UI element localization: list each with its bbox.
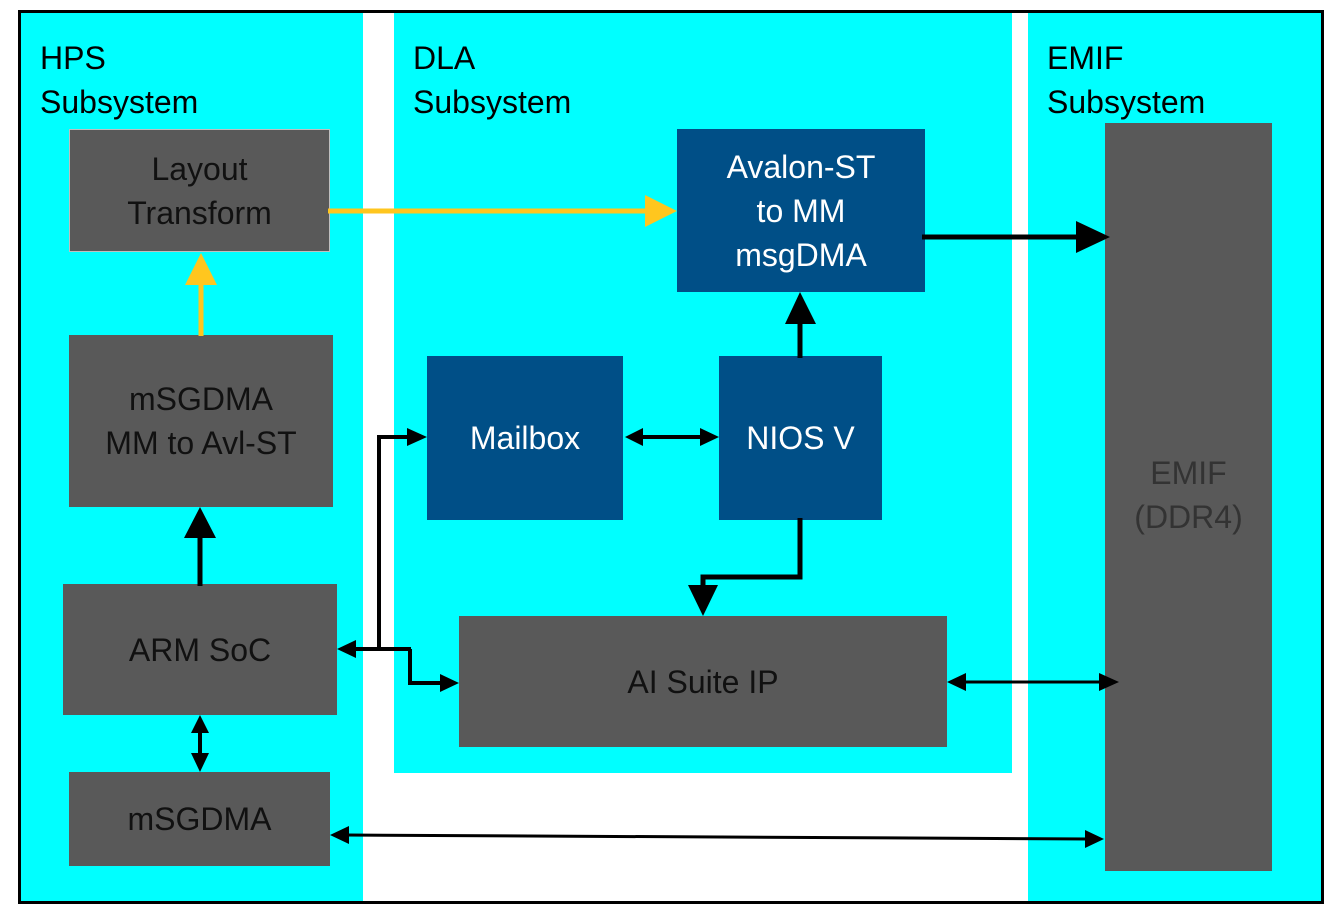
emif-ddr4-label: EMIF (DDR4) [1134,455,1243,535]
msgdma-label: mSGDMA [127,801,272,837]
nios-v-label: NIOS V [746,420,855,456]
ai-suite-ip-label: AI Suite IP [627,663,779,700]
avalon-st-to-mm-block[interactable]: Avalon-ST to MM msgDMA [677,129,925,292]
hps-subsystem-title: HPS Subsystem [40,40,199,120]
layout-transform-block[interactable]: Layout Transform [69,129,330,252]
mailbox-label: Mailbox [469,420,581,456]
nios-v-block[interactable]: NIOS V [719,356,882,520]
arm-soc-block[interactable]: ARM SoC [63,584,337,715]
dla-subsystem-title: DLA Subsystem [413,40,572,120]
mailbox-block[interactable]: Mailbox [427,356,623,520]
ai-suite-ip-block[interactable]: AI Suite IP [459,616,947,747]
msgdma-mm-to-avlst-block[interactable]: mSGDMA MM to Avl-ST [69,335,333,507]
avalon-st-to-mm-label: Avalon-ST to MM msgDMA [726,148,876,273]
emif-subsystem-title: EMIF Subsystem [1047,40,1206,120]
arm-soc-label: ARM SoC [128,631,272,668]
msgdma-block[interactable]: mSGDMA [69,772,330,866]
msgdma-mm-to-avlst-label: mSGDMA MM to Avl-ST [105,381,297,461]
emif-ddr4-block[interactable]: EMIF (DDR4) [1105,123,1272,871]
layout-transform-label: Layout Transform [127,150,272,231]
